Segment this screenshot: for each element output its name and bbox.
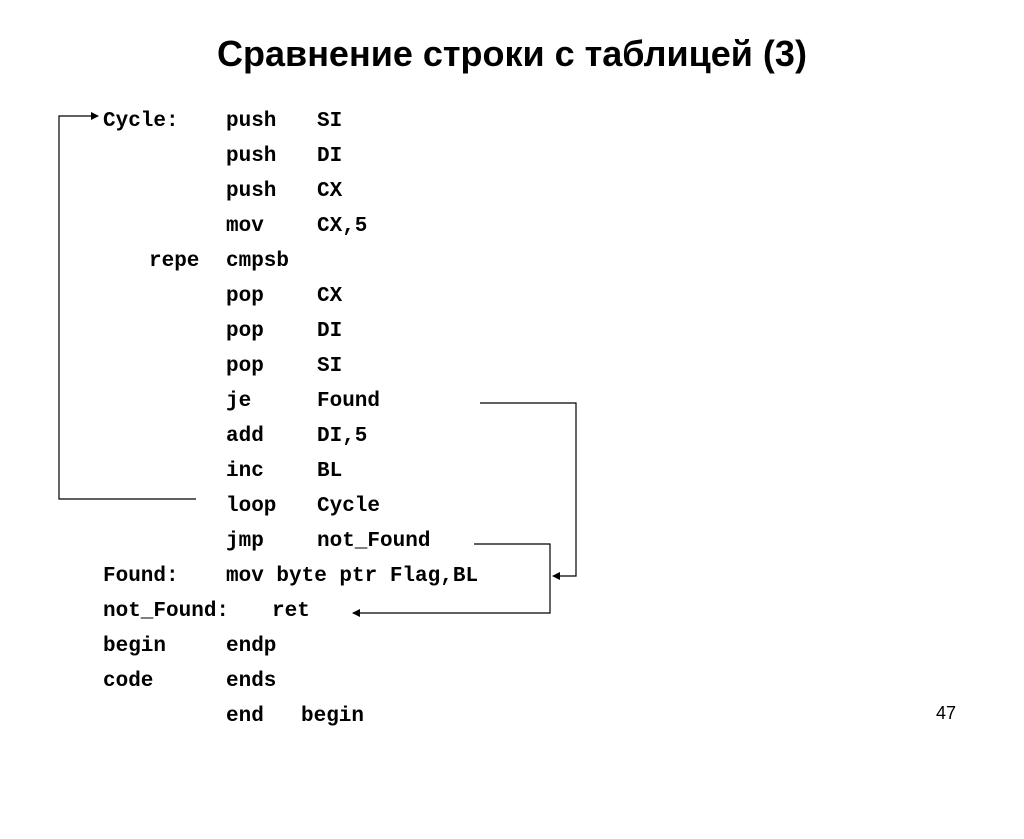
code-label: Found: — [103, 565, 179, 588]
code-line: Cycle: push SI — [0, 104, 1024, 139]
code-op: jmp — [226, 530, 264, 553]
code-line: pop SI — [0, 349, 1024, 384]
code-label: begin — [103, 635, 167, 658]
page-number: 47 — [936, 703, 957, 723]
code-arg: begin — [301, 705, 365, 728]
code-op: endp — [226, 635, 277, 658]
code-line: jmp not_Found — [0, 524, 1024, 559]
code-op: ret — [272, 600, 310, 623]
code-op: pop — [226, 285, 264, 308]
slide-title: Сравнение строки с таблицей (3) — [217, 33, 807, 74]
code-line: je Found — [0, 384, 1024, 419]
code-arg: CX,5 — [317, 215, 368, 238]
code-op: ends — [226, 670, 277, 693]
code-arg: CX — [317, 285, 343, 308]
code-arg: BL — [317, 460, 343, 483]
code-arg: Found — [317, 390, 381, 413]
code-op: push — [226, 145, 277, 168]
code-line: push DI — [0, 139, 1024, 174]
code-line: pop CX — [0, 279, 1024, 314]
code-arg: SI — [317, 355, 343, 378]
code-line: mov CX,5 — [0, 209, 1024, 244]
code-line: code ends — [0, 664, 1024, 699]
code-line: begin endp — [0, 629, 1024, 664]
code-line: inc BL — [0, 454, 1024, 489]
code-label: code — [103, 670, 154, 693]
code-arg: DI,5 — [317, 425, 368, 448]
code-arg: SI — [317, 110, 343, 133]
code-label: not_Found: — [103, 600, 230, 623]
code-line: not_Found: ret — [0, 594, 1024, 629]
code-op: mov byte ptr Flag,BL — [226, 565, 479, 588]
code-op: end — [226, 705, 264, 728]
code-op: je — [226, 390, 252, 413]
code-op: pop — [226, 355, 264, 378]
code-op: loop — [226, 495, 277, 518]
code-op: inc — [226, 460, 264, 483]
code-line: pop DI — [0, 314, 1024, 349]
code-arg: Cycle — [317, 495, 381, 518]
code-arg: not_Found — [317, 530, 431, 553]
code-prefix: repe — [149, 250, 200, 273]
code-line: end begin — [0, 699, 1024, 734]
code-arg: DI — [317, 145, 343, 168]
code-op: push — [226, 180, 277, 203]
code-line: push CX — [0, 174, 1024, 209]
code-op: mov — [226, 215, 264, 238]
code-line: add DI,5 — [0, 419, 1024, 454]
code-op: add — [226, 425, 264, 448]
code-op: cmpsb — [226, 250, 290, 273]
code-line: loop Cycle — [0, 489, 1024, 524]
code-line: repe cmpsb — [0, 244, 1024, 279]
code-arg: DI — [317, 320, 343, 343]
code-label: Cycle: — [103, 110, 179, 133]
code-arg: CX — [317, 180, 343, 203]
code-line: Found: mov byte ptr Flag,BL — [0, 559, 1024, 594]
code-op: pop — [226, 320, 264, 343]
code-op: push — [226, 110, 277, 133]
